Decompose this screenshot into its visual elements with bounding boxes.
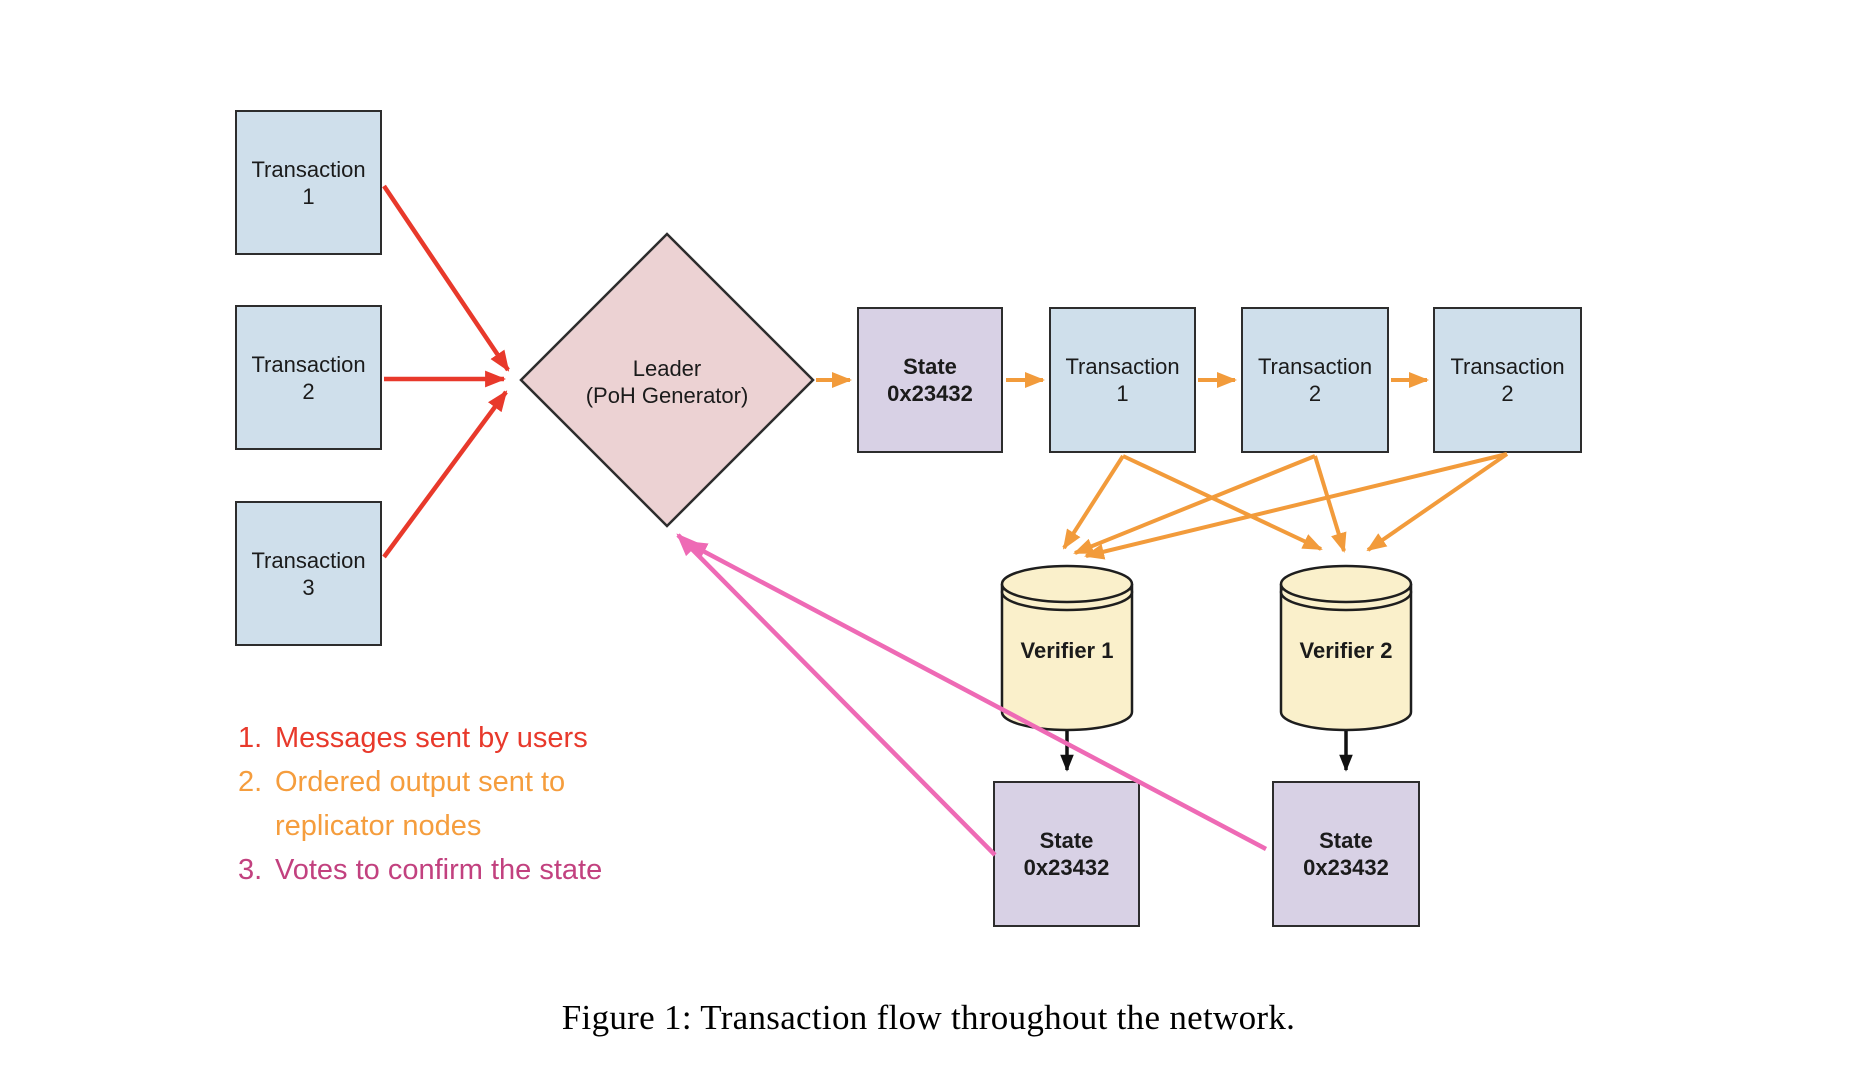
- legend-item-votes: 3. Votes to confirm the state: [238, 848, 602, 892]
- node-label: Transaction: [251, 547, 366, 573]
- legend: 1. Messages sent by users 2. Ordered out…: [238, 716, 602, 892]
- user-transaction-3-box: Transaction 3: [235, 501, 382, 646]
- node-label: Transaction: [1257, 354, 1373, 379]
- ordered-transaction-2-box: Transaction 2: [1241, 307, 1389, 453]
- arrow-state1-vote-to-leader: [676, 533, 997, 857]
- arrow-user-tx1-to-leader: [382, 184, 510, 372]
- arrow-user-tx3-to-leader: [382, 390, 508, 559]
- node-label: 2: [302, 378, 315, 404]
- arrow-tx2-to-verifier2: [1313, 455, 1347, 553]
- node-label: 0x23432: [1303, 855, 1389, 880]
- figure-caption: Figure 1: Transaction flow throughout th…: [561, 998, 1296, 1037]
- node-label: Transaction: [1450, 354, 1565, 379]
- node-label: 2: [1308, 381, 1322, 406]
- legend-number: 3.: [238, 854, 263, 886]
- legend-text: Messages sent by users: [275, 722, 588, 754]
- node-label: Transaction: [251, 156, 366, 182]
- arrow-state2-vote-to-leader: [683, 540, 1268, 851]
- leader-diamond-label: Leader (PoH Generator): [517, 355, 817, 409]
- node-label: 0x23432: [1023, 855, 1110, 880]
- verifier-1-state-box: State 0x23432: [993, 781, 1140, 927]
- node-label: (PoH Generator): [585, 383, 749, 408]
- node-label: 1: [1116, 381, 1129, 406]
- node-label: State: [1039, 828, 1094, 853]
- node-label: 3: [302, 574, 315, 600]
- legend-item-messages: 1. Messages sent by users: [238, 716, 602, 760]
- generated-state-box: State 0x23432: [857, 307, 1003, 453]
- node-label: 0x23432: [887, 381, 973, 406]
- verifier-2-label: Verifier 2: [1299, 638, 1393, 663]
- arrow-tx2-to-verifier1: [1073, 454, 1316, 555]
- node-label: State: [903, 354, 957, 379]
- legend-item-ordered-output: 2. Ordered output sent to replicator nod…: [238, 760, 602, 848]
- node-label: State: [1319, 828, 1373, 853]
- messages-arrows: [382, 184, 510, 559]
- arrow-tx3-to-verifier2: [1366, 452, 1509, 552]
- arrow-tx1-to-verifier2: [1122, 454, 1323, 551]
- node-label: Leader: [632, 356, 702, 381]
- node-label: 1: [302, 183, 315, 209]
- legend-number: 1.: [238, 722, 263, 754]
- legend-number: 2.: [238, 766, 263, 798]
- legend-text: Votes to confirm the state: [275, 854, 603, 886]
- user-transaction-1-box: Transaction 1: [235, 110, 382, 255]
- verifier-1-label: Verifier 1: [1020, 638, 1114, 663]
- legend-text: Ordered output sent to: [275, 766, 566, 798]
- arrow-tx1-to-verifier1: [1062, 454, 1125, 550]
- user-transaction-2-box: Transaction 2: [235, 305, 382, 450]
- state-write-arrows: [1060, 731, 1353, 772]
- verifier-2-state-box: State 0x23432: [1272, 781, 1420, 927]
- node-label: 2: [1501, 381, 1514, 406]
- legend-text: replicator nodes: [275, 810, 482, 842]
- ordered-transaction-1-box: Transaction 1: [1049, 307, 1196, 453]
- vote-arrows: [676, 533, 1268, 857]
- ordered-transaction-3-box: Transaction 2: [1433, 307, 1582, 453]
- node-label: Transaction: [1065, 354, 1180, 379]
- node-label: Transaction: [251, 351, 366, 377]
- arrow-tx3-to-verifier1: [1084, 452, 1508, 560]
